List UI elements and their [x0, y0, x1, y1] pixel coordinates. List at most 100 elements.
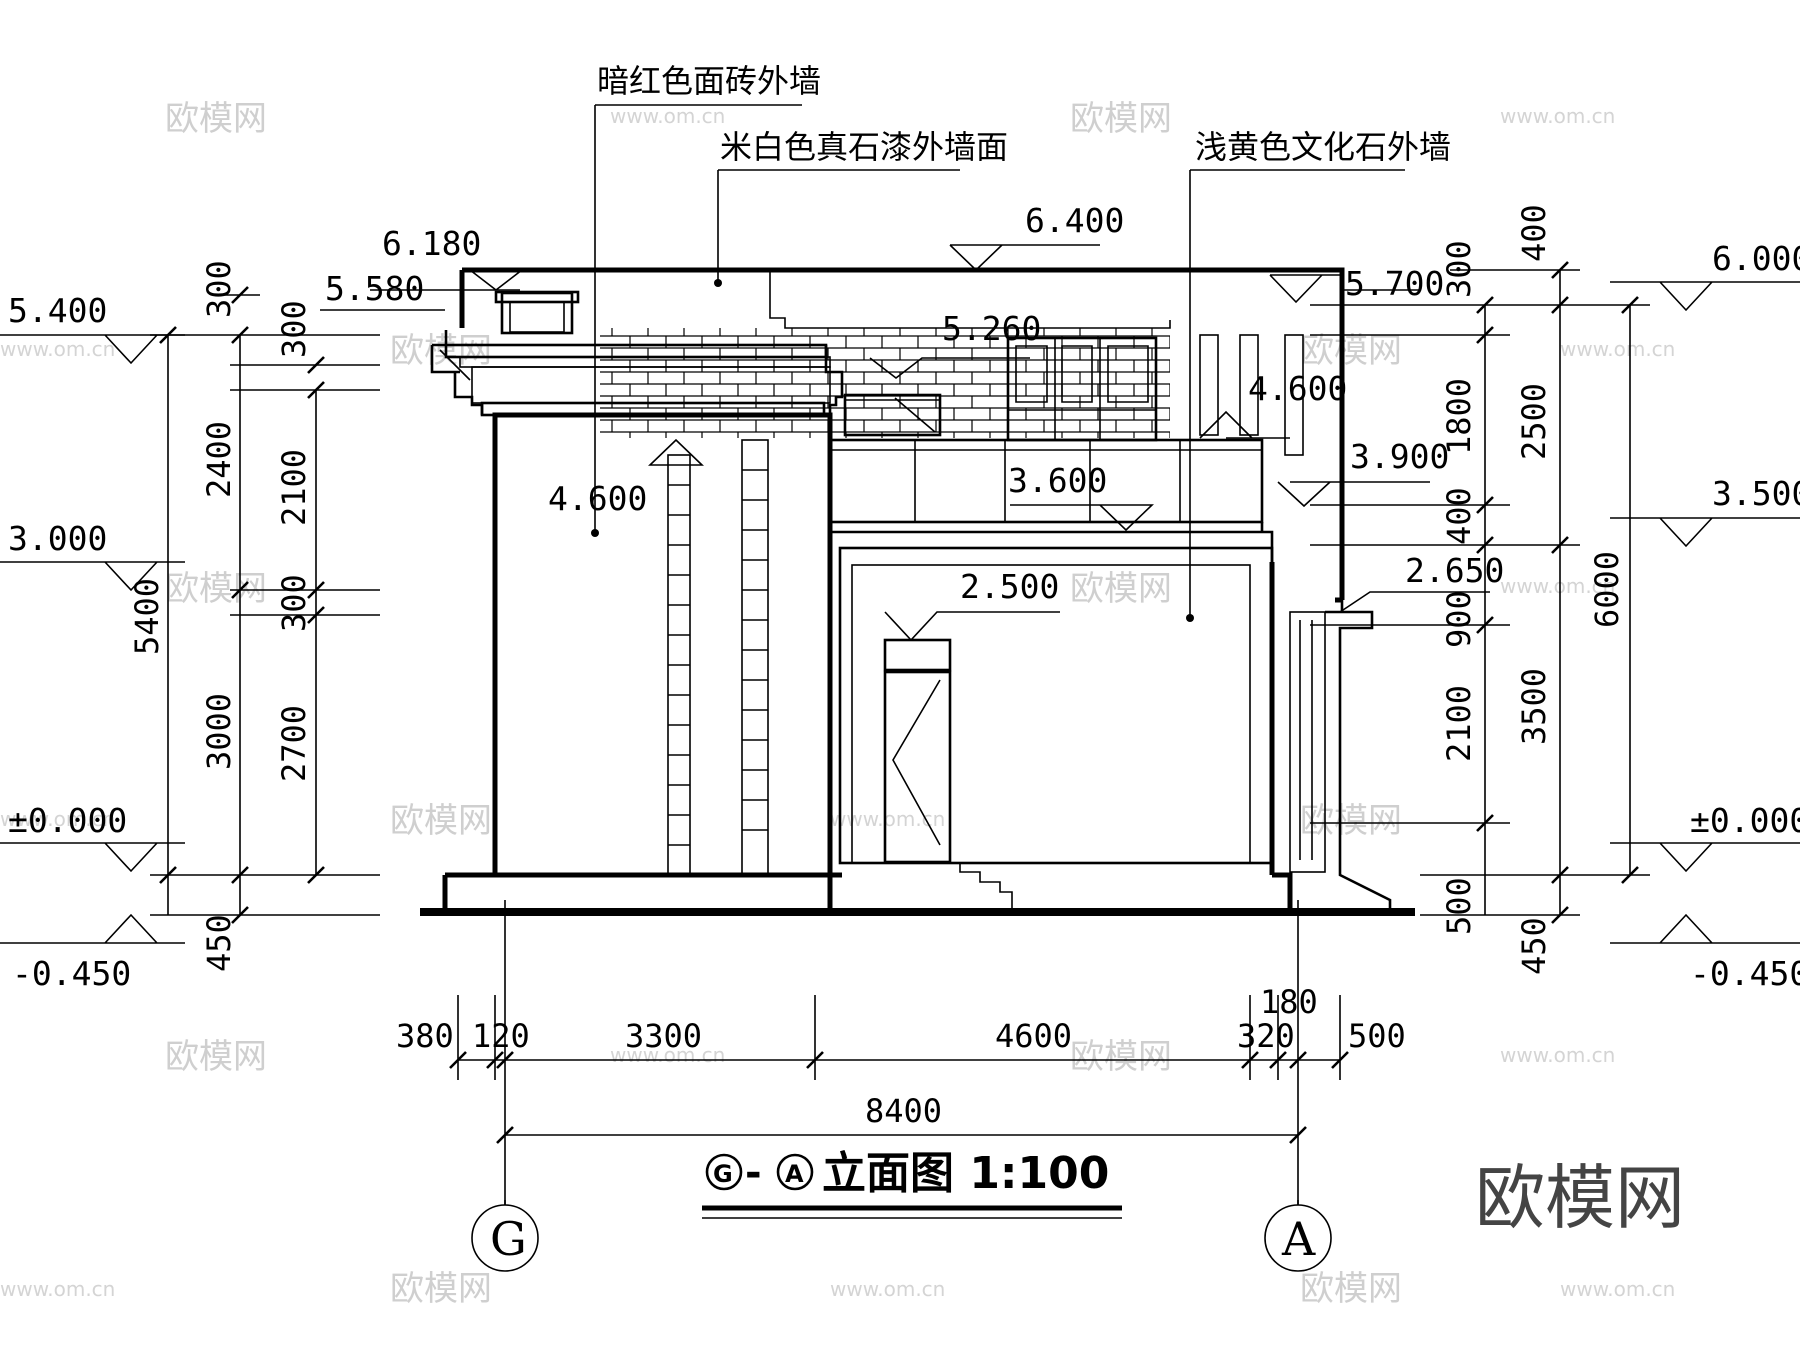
upper-small-window-detail — [845, 397, 940, 433]
level-label-5700: 5.700 — [1345, 264, 1444, 303]
right-pillar — [1269, 562, 1293, 910]
left-dim-450: 450 — [200, 914, 238, 972]
level-mark-4600-left — [648, 438, 704, 466]
door-transom — [883, 638, 952, 672]
panel-1 — [1199, 334, 1219, 436]
brick-wall — [492, 412, 833, 878]
chimney-cap — [500, 291, 574, 335]
level-label-5580: 5.580 — [325, 269, 424, 308]
bottom-dim-3300: 3300 — [625, 1017, 702, 1055]
drawing-title: G - A 立面图 1:100 — [702, 1148, 1122, 1219]
level-label-6180: 6.180 — [382, 224, 481, 263]
title-text: 立面图 1:100 — [822, 1148, 1109, 1199]
left-dim-2400: 2400 — [200, 421, 238, 498]
level-mark-m450-right — [1610, 913, 1800, 944]
bottom-dim-500: 500 — [1348, 1017, 1406, 1055]
level-mark-m450-left — [0, 913, 185, 944]
left-dim-5400: 5400 — [128, 578, 166, 655]
level-label-3600: 3.600 — [1008, 461, 1107, 500]
level-label-4600-right: 4.600 — [1248, 369, 1347, 408]
watermark-brand: 欧模网 — [1300, 1269, 1402, 1309]
label-dark-red-brick: 暗红色面砖外墙 — [597, 62, 821, 100]
level-label-3000: 3.000 — [8, 519, 107, 558]
left-dim-2100: 2100 — [275, 449, 313, 526]
watermark-url: www.om.cn — [0, 807, 115, 831]
watermark-url: www.om.cn — [610, 1043, 725, 1067]
level-label-4600-left: 4.600 — [548, 479, 647, 518]
right-dim-3500: 3500 — [1515, 668, 1553, 745]
axis-label-g: G — [490, 1212, 527, 1266]
label-beige-stone-paint: 米白色真石漆外墙面 — [720, 128, 1008, 166]
watermark-url: www.om.cn — [1500, 1043, 1615, 1067]
watermark-brand: 欧模网 — [390, 801, 492, 841]
quoin-joints-2 — [668, 484, 690, 846]
watermark-brand: 欧模网 — [165, 569, 267, 609]
level-mark-3000 — [0, 561, 185, 592]
level-mark-3900 — [1277, 481, 1430, 508]
left-plinth — [442, 872, 842, 910]
level-label-0-left: ±0.000 — [8, 801, 127, 840]
entry-door — [883, 670, 952, 864]
left-dim-2700: 2700 — [275, 705, 313, 782]
right-dim-300: 300 — [1440, 240, 1478, 298]
balcony-edge — [828, 522, 1274, 562]
left-bracket — [430, 330, 484, 415]
quoin-strip-2 — [741, 439, 769, 876]
building-elevation — [420, 104, 1415, 916]
left-dim-300a: 300 — [200, 260, 238, 318]
level-marks: 5.400 3.000 ±0.000 -0.450 6.180 6.400 5.… — [0, 201, 1800, 993]
chimney-top — [494, 290, 580, 304]
right-dim-400b: 400 — [1440, 487, 1478, 545]
watermark-brand: 欧模网 — [165, 1037, 267, 1077]
left-dim-lines — [167, 335, 317, 915]
watermark-url: www.om.cn — [610, 104, 725, 128]
right-dim-1800: 1800 — [1440, 378, 1478, 455]
bottom-dim-4600: 4600 — [995, 1017, 1072, 1055]
bottom-dim-8400: 8400 — [865, 1092, 942, 1130]
level-mark-4600-right — [1199, 410, 1290, 439]
watermark-url: www.om.cn — [0, 337, 115, 361]
watermark-brand: 欧模网 — [1300, 801, 1402, 841]
bottom-dim-lines — [458, 1059, 1340, 1136]
door-swing — [892, 679, 941, 846]
stone-wall — [851, 564, 1251, 864]
level-mark-3500 — [1610, 517, 1800, 548]
axis-bubble-a — [1264, 1204, 1332, 1272]
title-dash: - — [745, 1150, 762, 1196]
level-mark-5580 — [320, 309, 471, 381]
axis-bubble-g — [471, 1204, 539, 1272]
right-bracket — [824, 345, 844, 430]
level-mark-2650 — [1339, 591, 1490, 613]
level-label-2650: 2.650 — [1405, 551, 1504, 590]
level-label-2500: 2.500 — [960, 567, 1059, 606]
bottom-dim-180: 180 — [1260, 983, 1318, 1021]
right-dim-400: 400 — [1515, 204, 1553, 262]
level-label-5260: 5.260 — [942, 309, 1041, 348]
left-dim-300c: 300 — [275, 574, 313, 632]
leader-beige — [717, 169, 960, 280]
leader-dot-stone — [1186, 614, 1194, 622]
level-mark-3600 — [1010, 504, 1154, 532]
watermark-url: www.om.cn — [830, 807, 945, 831]
watermark-url: www.om.cn — [830, 1277, 945, 1301]
watermark-brand: 欧模网 — [390, 1269, 492, 1309]
axis-label-a: A — [1281, 1212, 1316, 1266]
upper-window-mullions — [1008, 338, 1156, 440]
axis-markers: G A — [471, 1200, 1332, 1272]
bottom-dim-320: 320 — [1237, 1017, 1295, 1055]
right-dim-450: 450 — [1515, 917, 1553, 975]
bottom-dimension-chains: 380 120 3300 4600 180 320 500 8400 — [396, 900, 1406, 1205]
watermark-brand: 欧模网 — [1070, 1037, 1172, 1077]
bottom-dim-120: 120 — [472, 1017, 530, 1055]
level-mark-6000 — [1610, 281, 1800, 312]
bottom-dim-380: 380 — [396, 1017, 454, 1055]
axis-leaders — [504, 1200, 1299, 1205]
left-dim-ticks — [159, 286, 325, 924]
right-dim-2500: 2500 — [1515, 383, 1553, 460]
right-dim-6000: 6000 — [1588, 551, 1626, 628]
right-dim-ticks — [1476, 261, 1639, 924]
entry-steps — [959, 862, 1013, 910]
bottom-dim-ticks — [449, 1051, 1349, 1144]
title-axis-g: G — [713, 1160, 733, 1188]
